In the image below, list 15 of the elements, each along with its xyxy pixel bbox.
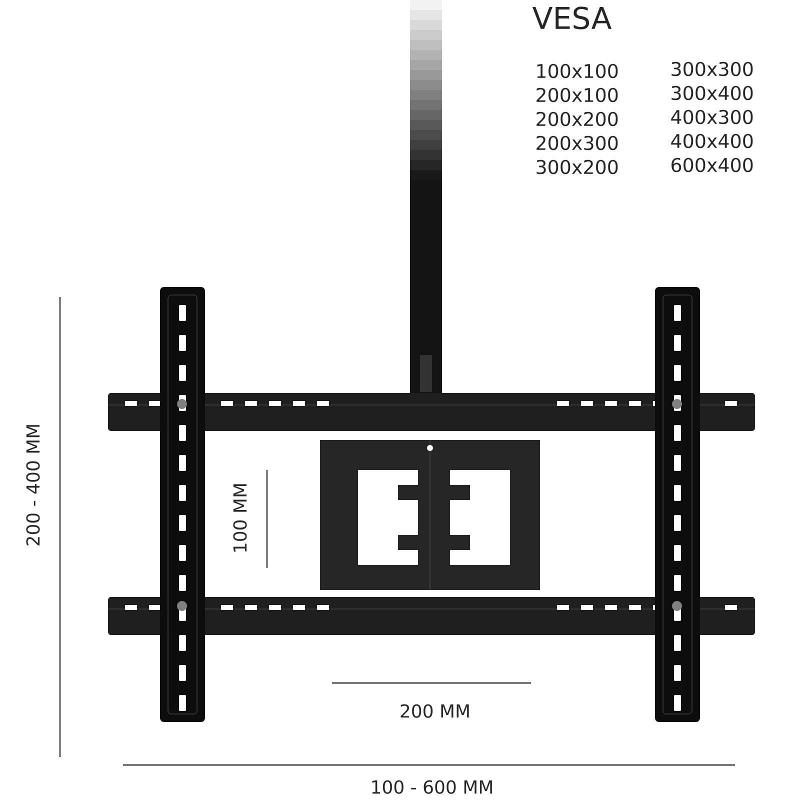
vesa-size: 300x400: [672, 86, 753, 100]
heading: VESA: [532, 6, 612, 30]
vesa-size: 100x100: [537, 64, 618, 78]
dimension-label: 200 MM: [400, 704, 469, 718]
vesa-size: 200x100: [536, 88, 618, 102]
dimension-label: 100 - 600 MM: [372, 780, 492, 794]
dimension-label: 100 MM: [233, 484, 247, 552]
vesa-size: 600x400: [672, 158, 753, 172]
dimension-label: 200 - 400 MM: [26, 425, 40, 546]
vesa-size: 400x400: [671, 134, 753, 148]
vesa-size: 200x200: [536, 112, 618, 126]
vesa-size: 400x300: [671, 110, 753, 124]
vesa-size: 200x300: [536, 136, 618, 150]
vesa-size: 300x300: [672, 62, 753, 76]
vesa-size: 300x200: [536, 160, 618, 174]
